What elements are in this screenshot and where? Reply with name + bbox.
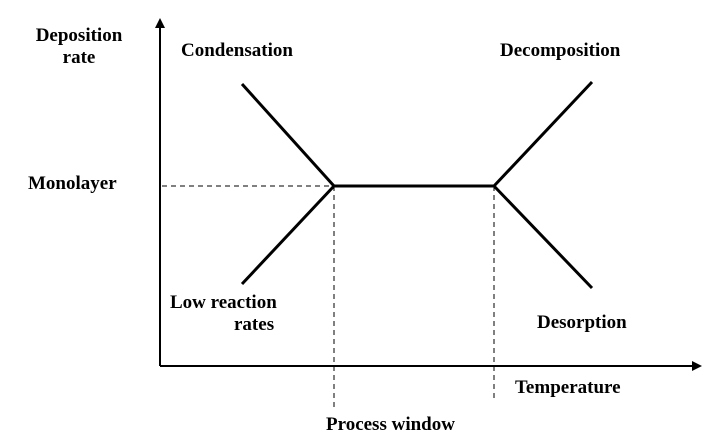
desorption-line <box>492 184 594 290</box>
condensation-label: Condensation <box>181 40 293 61</box>
monolayer-label: Monolayer <box>28 173 117 194</box>
low-reaction-rates-line2: rates <box>234 313 275 335</box>
low-reaction-rates-line1: Low reaction <box>170 292 277 313</box>
y-axis-label-line2: rate <box>62 46 96 68</box>
low-reaction-rates-label: Low reaction rates <box>170 292 277 336</box>
condensation-line <box>240 82 336 188</box>
process-window-label: Process window <box>326 414 455 435</box>
y-axis-label: Deposition rate <box>20 25 138 69</box>
desorption-label: Desorption <box>537 312 627 333</box>
low-reaction-rate-line <box>240 184 336 286</box>
y-axis-label-line1: Deposition <box>35 25 123 46</box>
temperature-label: Temperature <box>515 377 621 398</box>
decomposition-line <box>492 80 594 188</box>
decomposition-label: Decomposition <box>500 40 621 61</box>
